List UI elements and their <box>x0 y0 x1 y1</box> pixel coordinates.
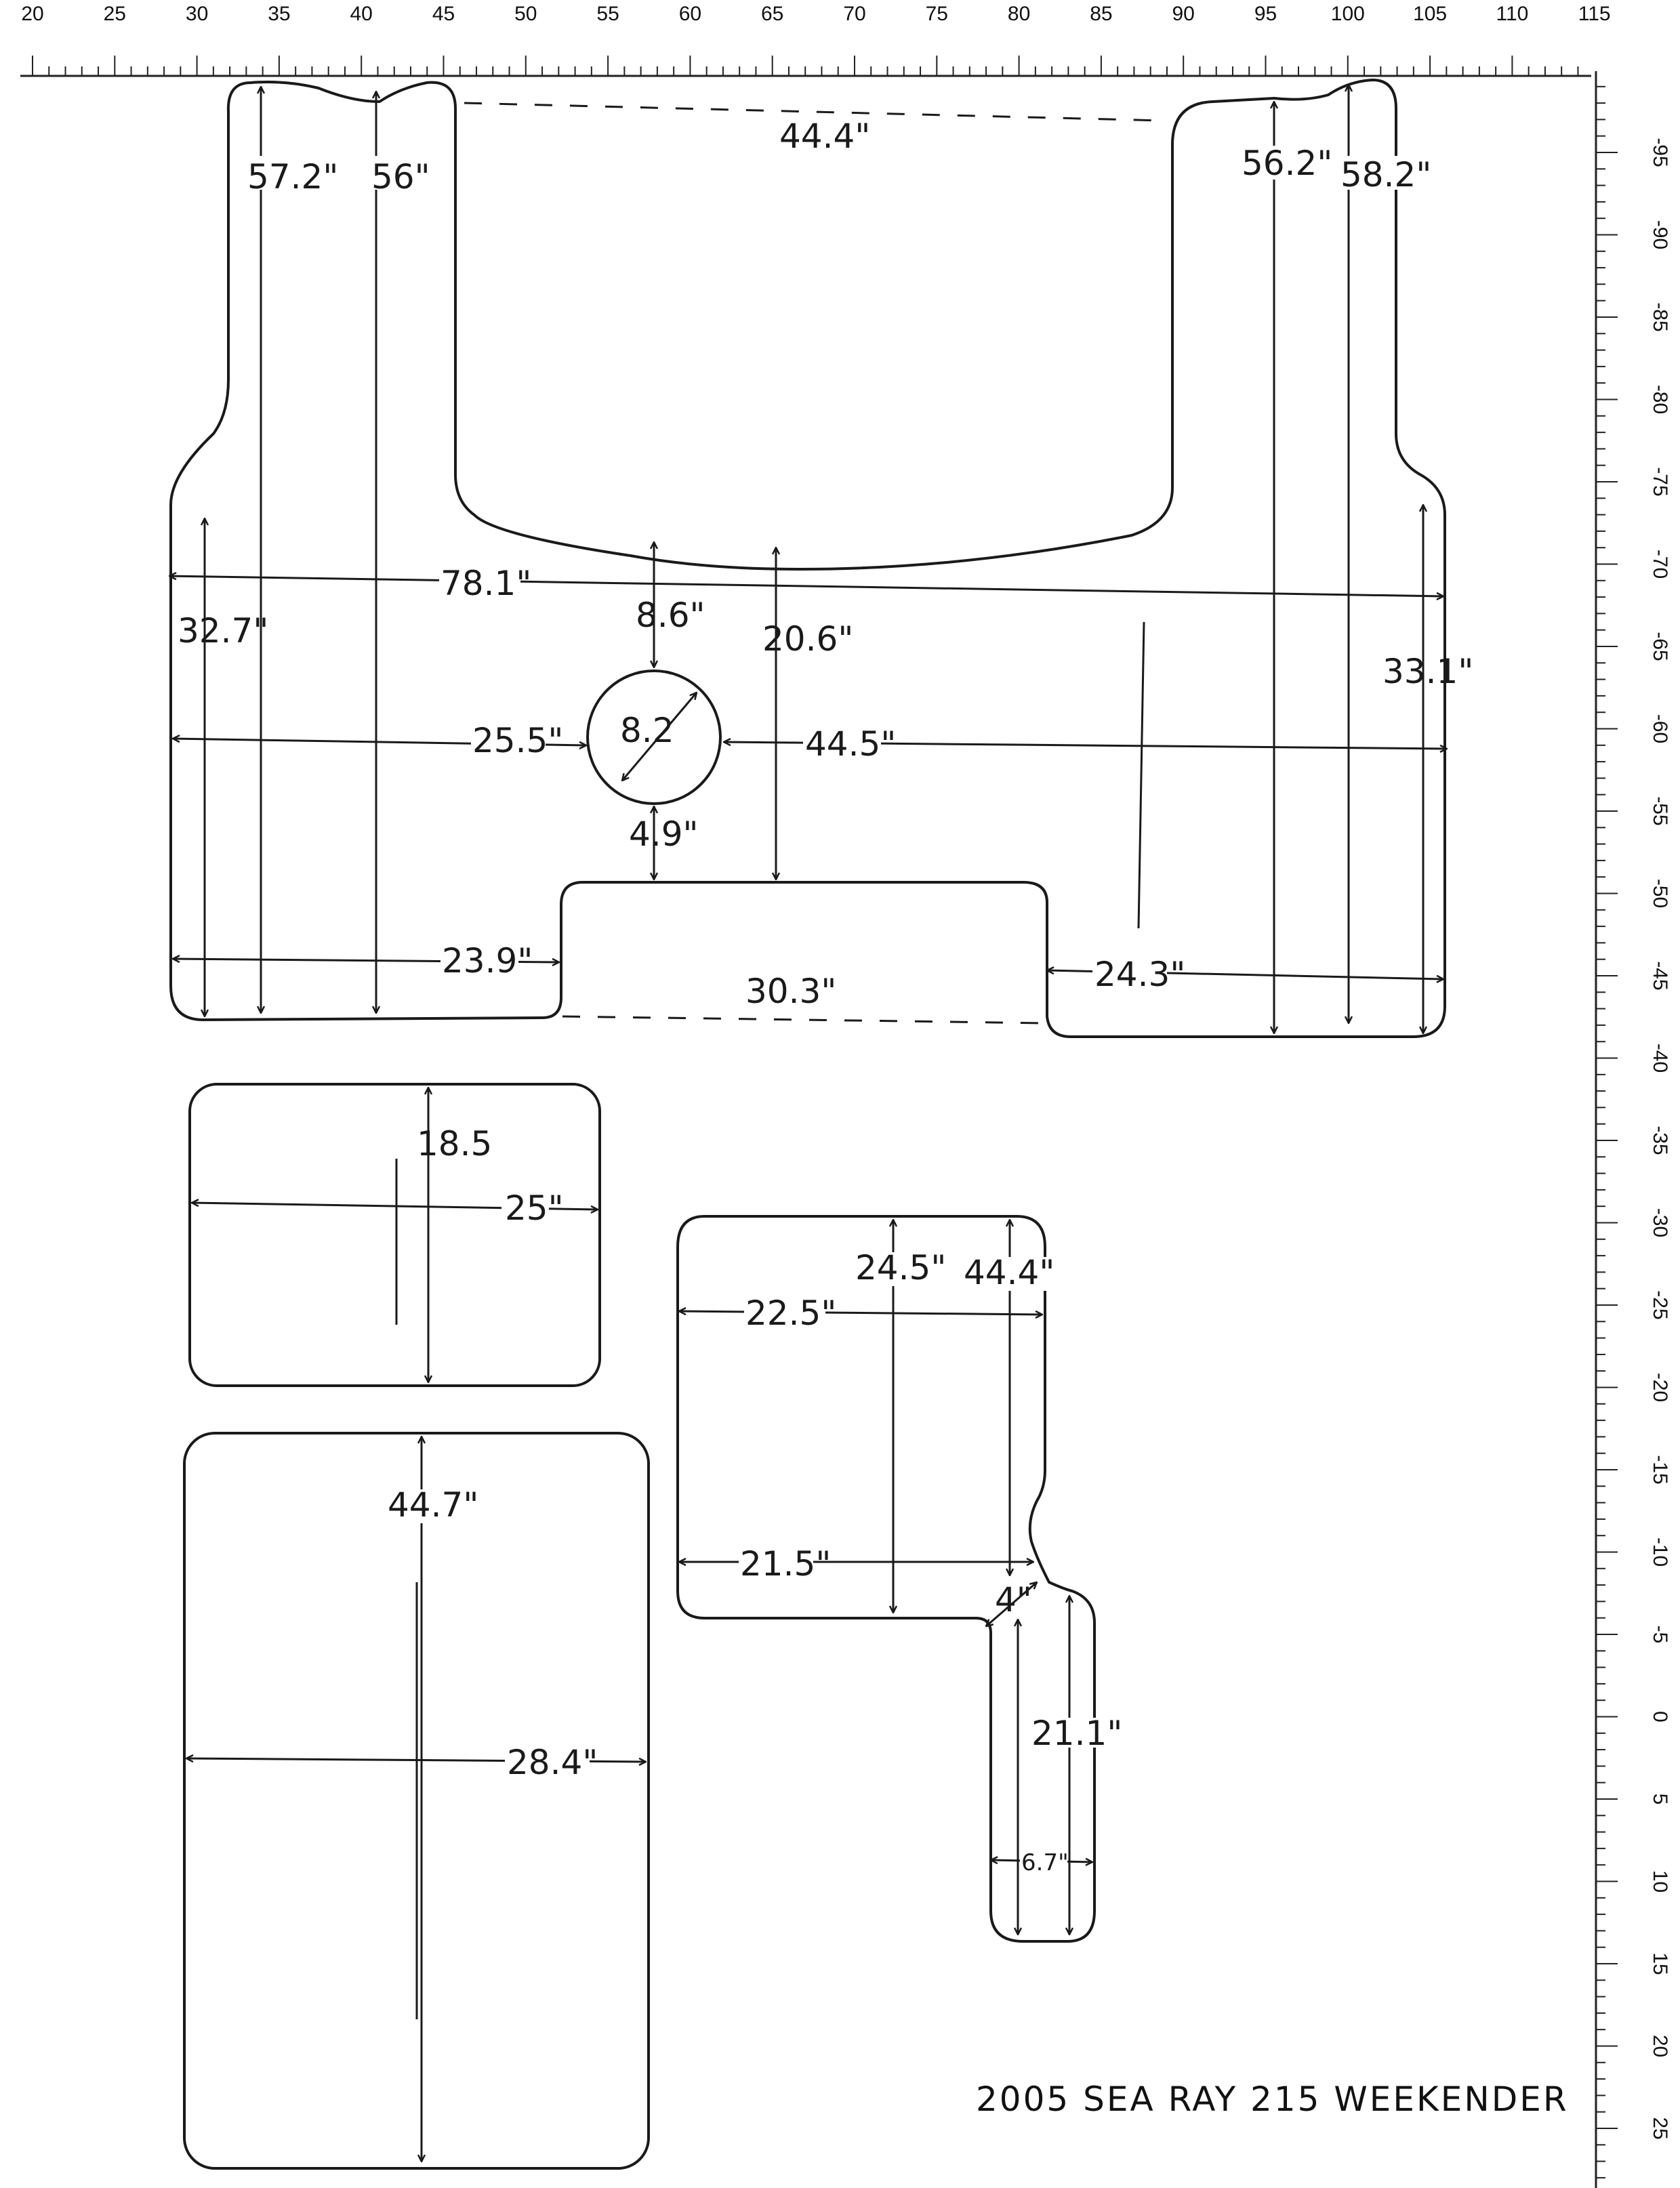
ruler-label: 30 <box>186 3 208 25</box>
ruler-label: -45 <box>1649 961 1671 990</box>
label-small-width: 25" <box>505 1189 564 1228</box>
small-piece-outline <box>188 1083 601 1387</box>
ruler-label: -25 <box>1649 1290 1671 1319</box>
large-piece: 44.7" 28.4" <box>183 1432 650 2170</box>
main-floor-piece: 57.2" 56" 44.4" 56.2" 58.2" 78.1" 32.7" … <box>169 78 1473 1038</box>
label-left-edge: 32.7" <box>178 611 268 651</box>
ruler-label: 90 <box>1172 3 1195 25</box>
label-left-arm-inner: 56" <box>371 157 430 197</box>
ruler-label: 60 <box>679 3 701 25</box>
ruler-label: -80 <box>1649 385 1671 414</box>
ruler-label: -5 <box>1649 1626 1671 1644</box>
label-overall-width: 78.1" <box>441 564 531 603</box>
ruler-label: -95 <box>1649 138 1671 167</box>
ruler-label: 40 <box>350 3 373 25</box>
ruler-label: 10 <box>1649 1870 1671 1893</box>
ruler-label: -35 <box>1649 1126 1671 1155</box>
label-l-step: 4" <box>995 1580 1032 1619</box>
guide-line <box>1137 621 1145 929</box>
label-top-gap: 44.4" <box>779 117 870 156</box>
label-small-height: 18.5 <box>417 1124 492 1163</box>
label-above-hole: 8.6" <box>636 596 705 635</box>
drain-hole <box>586 669 722 805</box>
label-tab-width: 6.7" <box>1021 1849 1069 1876</box>
notch-line <box>562 1015 1048 1025</box>
main-piece-outline <box>169 78 1446 1038</box>
dim-line-l-width-top <box>679 1311 1042 1315</box>
ruler-label: -30 <box>1649 1208 1671 1237</box>
ruler-label: 50 <box>514 3 537 25</box>
label-hole-diameter: 8.2 <box>620 711 674 750</box>
label-l-width-top: 22.5" <box>745 1294 836 1333</box>
top-ruler-ticks <box>32 56 1579 76</box>
label-right-arm-outer: 58.2" <box>1340 155 1431 194</box>
top-ruler-labels: 20 25 30 35 40 45 50 55 60 65 70 75 80 85 90 95 100 105 11… <box>21 3 1610 25</box>
ruler-label: -10 <box>1649 1537 1671 1567</box>
ruler-label: 25 <box>1649 2117 1671 2139</box>
boat-model-title: 2005 SEA RAY 215 WEEKENDER <box>976 2080 1569 2119</box>
l-shaped-piece: 24.5" 44.4" 22.5" 21.5" 4" 21.1" 6.7" <box>676 1215 1122 1943</box>
small-piece: 18.5 25" <box>188 1083 601 1387</box>
ruler-label: 110 <box>1496 3 1528 25</box>
ruler-label: -85 <box>1649 302 1671 331</box>
right-ruler-labels: -95-90-85-80-75-70-65-60-55-50-45-40-35-… <box>1649 138 1671 2139</box>
ruler-label: 35 <box>268 3 290 25</box>
l-piece-outline <box>676 1215 1096 1943</box>
ruler-label: -55 <box>1649 796 1671 825</box>
ruler-label: -75 <box>1649 467 1671 496</box>
ruler-label: 85 <box>1090 3 1112 25</box>
ruler-label: -20 <box>1649 1373 1671 1402</box>
label-notch-width: 30.3" <box>745 972 836 1011</box>
ruler-label: 55 <box>596 3 619 25</box>
right-ruler-ticks <box>1596 85 1618 2179</box>
label-right-edge: 33.1" <box>1382 652 1473 691</box>
ruler-label: 65 <box>761 3 783 25</box>
label-bottom-left: 23.9" <box>442 941 533 981</box>
ruler-label: 5 <box>1649 1794 1671 1805</box>
ruler-label: 45 <box>432 3 455 25</box>
ruler-label: 15 <box>1649 1952 1671 1975</box>
label-tab-height: 21.1" <box>1031 1714 1122 1753</box>
label-center-height: 20.6" <box>762 619 853 659</box>
label-l-height-outer: 44.4" <box>964 1253 1054 1292</box>
label-below-hole: 4.9" <box>629 814 699 854</box>
ruler-label: 0 <box>1649 1711 1671 1722</box>
ruler-label: -65 <box>1649 632 1671 661</box>
label-bottom-right: 24.3" <box>1094 955 1185 994</box>
dim-line-hole-diameter <box>622 693 697 781</box>
ruler-label: 25 <box>104 3 126 25</box>
ruler-label: 95 <box>1254 3 1277 25</box>
ruler-label: 100 <box>1331 3 1365 25</box>
ruler-label: -60 <box>1649 714 1671 743</box>
label-left-to-hole: 25.5" <box>472 721 563 760</box>
ruler-label: 20 <box>21 3 43 25</box>
dim-line-overall-width <box>169 576 1443 596</box>
label-large-width: 28.4" <box>507 1743 598 1782</box>
ruler-label: -50 <box>1649 879 1671 908</box>
top-gap-line <box>464 102 1163 122</box>
right-ruler: -95-90-85-80-75-70-65-60-55-50-45-40-35-… <box>1595 71 1671 2188</box>
ruler-label: -15 <box>1649 1455 1671 1484</box>
ruler-label: 105 <box>1413 3 1447 25</box>
ruler-label: -70 <box>1649 550 1671 579</box>
ruler-label: 75 <box>926 3 948 25</box>
label-l-width-bottom: 21.5" <box>740 1544 831 1584</box>
label-large-height: 44.7" <box>388 1485 478 1525</box>
top-ruler: 20 25 30 35 40 45 50 55 60 65 70 75 80 85 90 95 100 105 11… <box>20 3 1611 77</box>
label-hole-to-right: 44.5" <box>805 724 896 764</box>
label-left-arm-outer: 57.2" <box>247 157 338 197</box>
ruler-label: 70 <box>843 3 865 25</box>
dim-line-l-step <box>986 1582 1037 1626</box>
ruler-label: 20 <box>1649 2035 1671 2057</box>
ruler-label: -90 <box>1649 220 1671 249</box>
ruler-label: 80 <box>1008 3 1030 25</box>
ruler-label: -40 <box>1649 1044 1671 1073</box>
ruler-label: 115 <box>1578 3 1611 25</box>
large-piece-outline <box>183 1432 650 2170</box>
label-l-height-inner: 24.5" <box>855 1248 946 1287</box>
label-right-arm-inner: 56.2" <box>1242 144 1332 183</box>
